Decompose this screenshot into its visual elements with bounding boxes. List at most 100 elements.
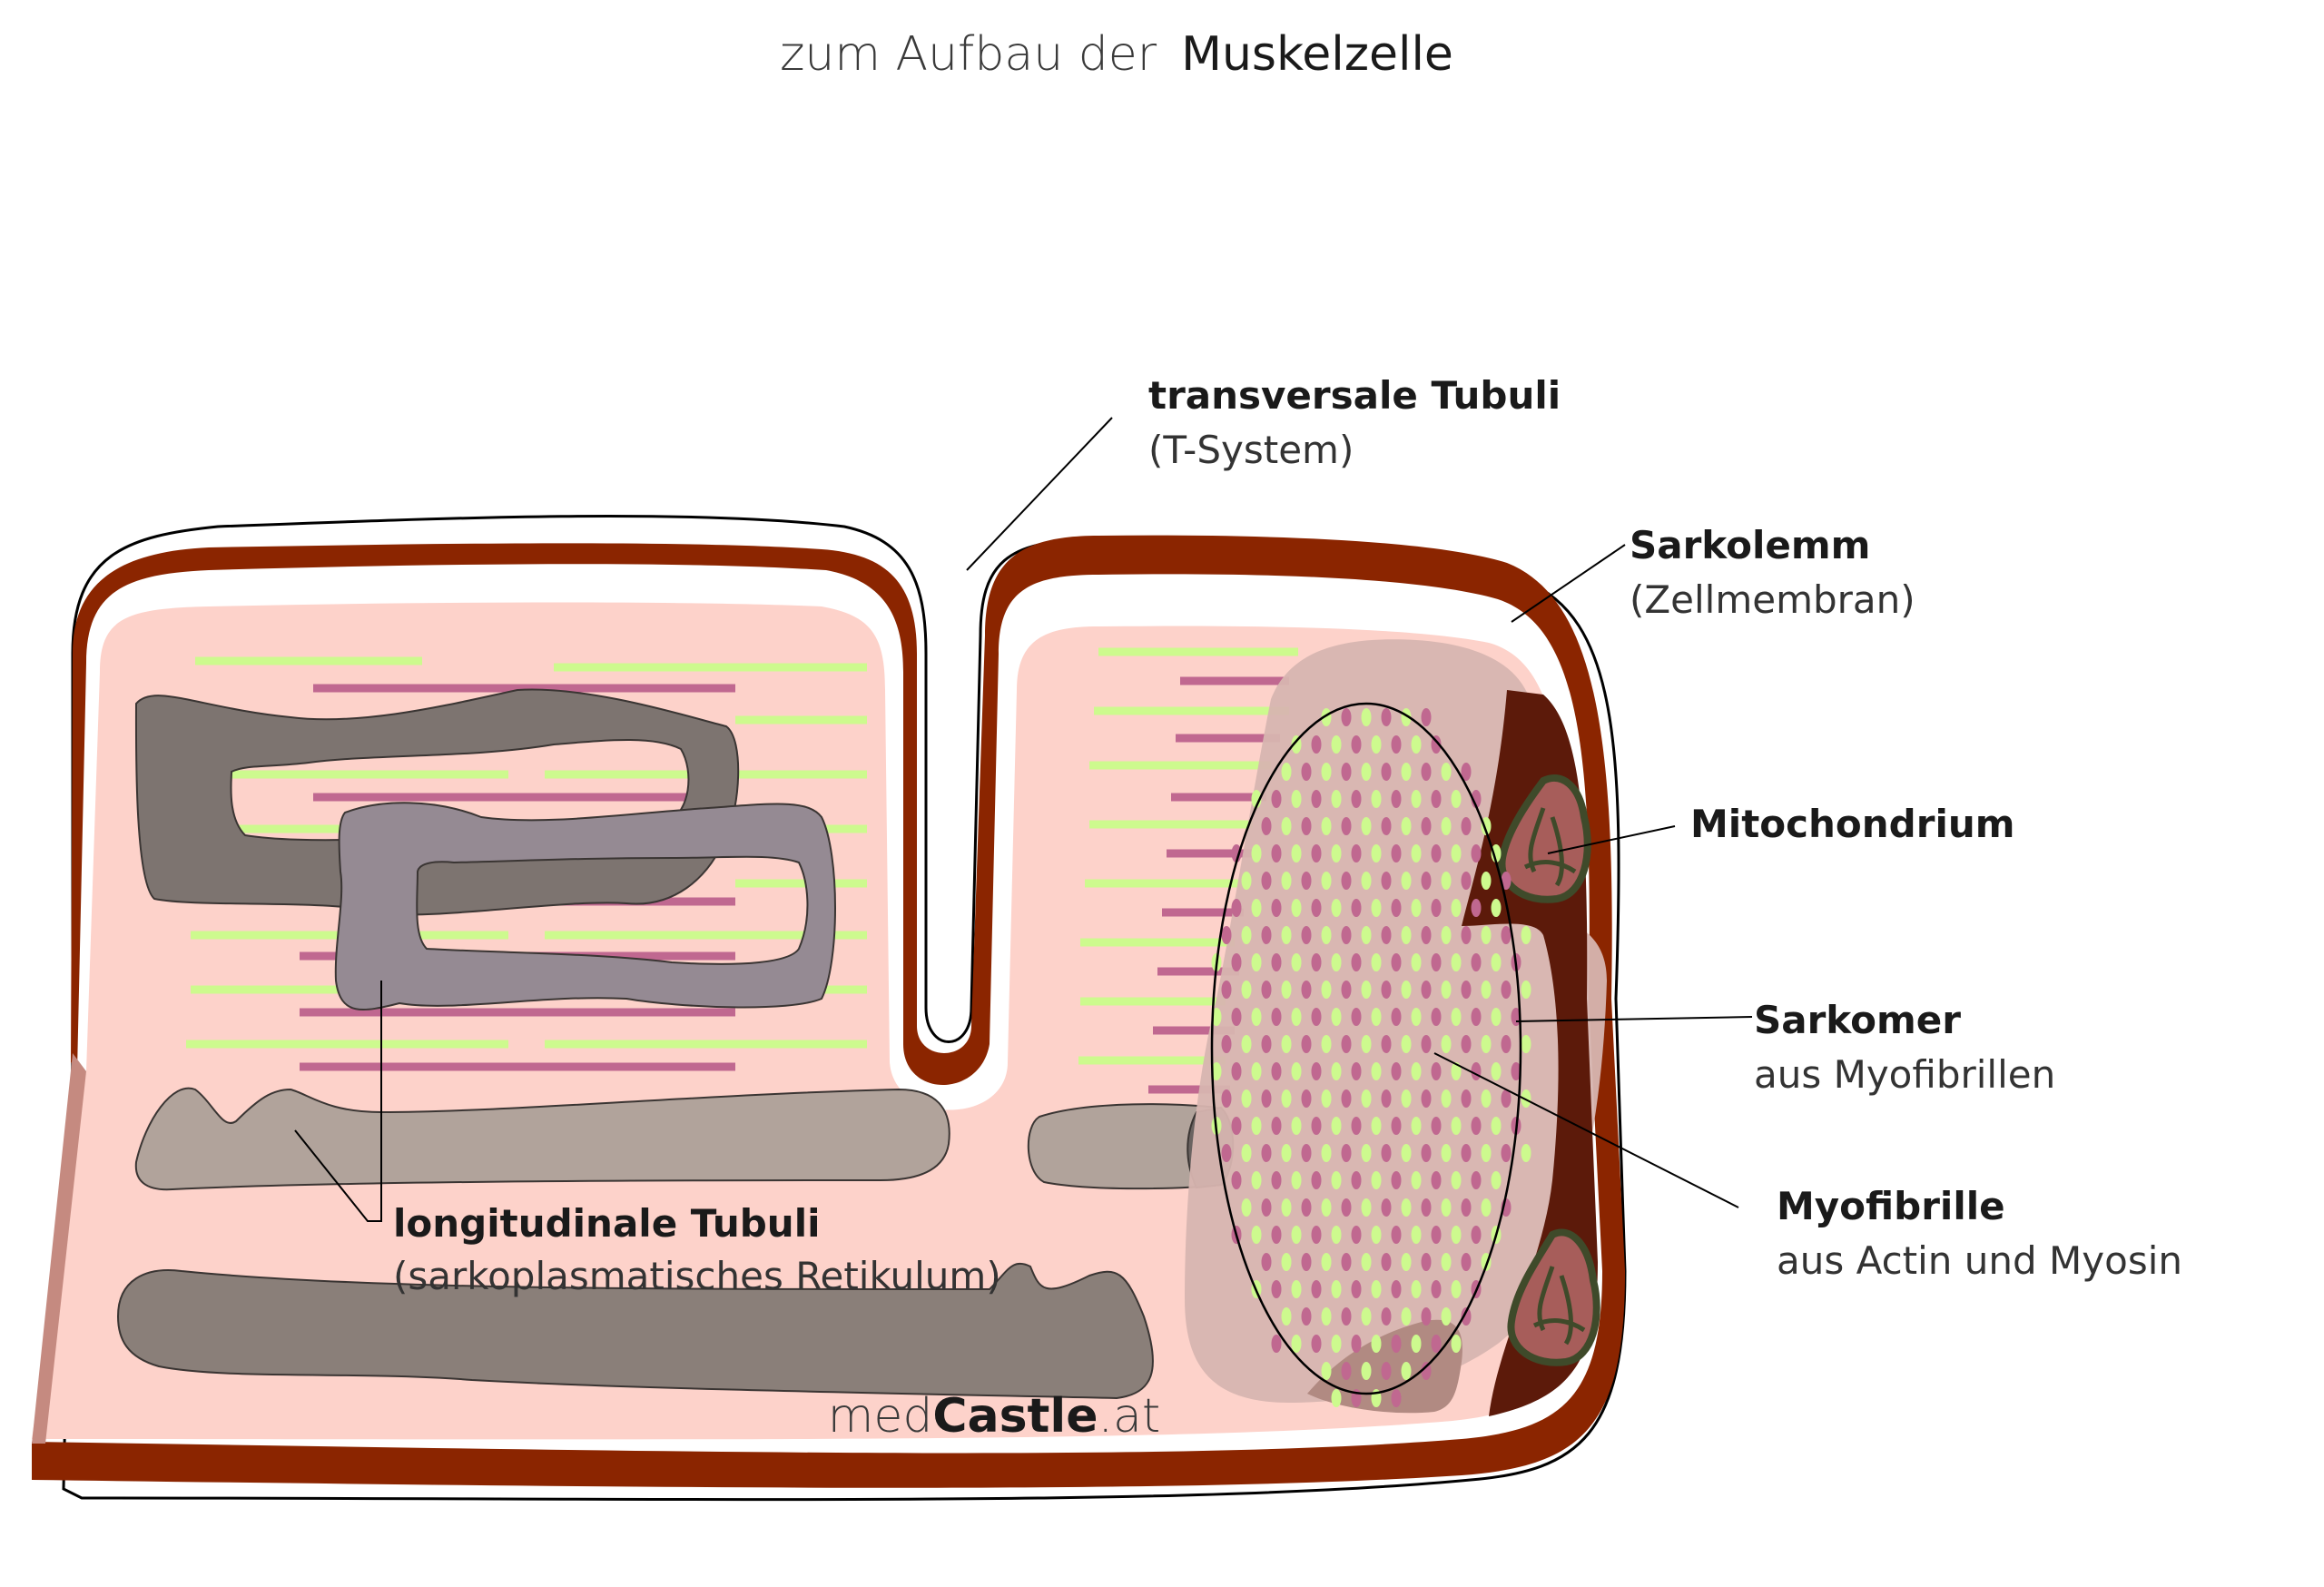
- myosin-dot: [1391, 1389, 1402, 1407]
- actin-dot: [1481, 1198, 1492, 1217]
- myosin-dot: [1421, 1144, 1432, 1162]
- actin-dot: [1411, 844, 1422, 862]
- myosin-dot: [1221, 926, 1232, 944]
- actin-dot: [1281, 763, 1292, 781]
- myosin-dot: [1461, 817, 1472, 835]
- myosin-dot: [1231, 844, 1242, 862]
- myosin-dot: [1461, 1307, 1472, 1326]
- label-l-tubuli-title: longitudinale Tubuli: [393, 1201, 821, 1246]
- actin-dot: [1481, 872, 1492, 890]
- myosin-dot: [1351, 1335, 1362, 1353]
- myosin-dot: [1421, 1089, 1432, 1108]
- actin-dot: [1321, 872, 1332, 890]
- actin-dot: [1281, 1089, 1292, 1108]
- myosin-dot: [1471, 899, 1482, 917]
- actin-dot: [1251, 1226, 1262, 1244]
- actin-dot: [1291, 1117, 1302, 1135]
- actin-dot: [1481, 926, 1492, 944]
- actin-dot: [1411, 1062, 1422, 1080]
- myosin-dot: [1391, 1335, 1402, 1353]
- myosin-dot: [1301, 1198, 1312, 1217]
- actin-dot: [1411, 735, 1422, 754]
- actin-dot: [1241, 926, 1252, 944]
- actin-dot: [1371, 1171, 1382, 1189]
- myosin-dot: [1391, 1117, 1402, 1135]
- myosin-dot: [1461, 926, 1472, 944]
- myosin-dot: [1391, 1062, 1402, 1080]
- actin-dot: [1451, 899, 1462, 917]
- actin-dot: [1401, 763, 1412, 781]
- myosin-dot: [1271, 790, 1282, 808]
- actin-dot: [1371, 790, 1382, 808]
- myosin-dot: [1381, 817, 1392, 835]
- myosin-dot: [1231, 1062, 1242, 1080]
- actin-dot: [1251, 953, 1262, 971]
- myosin-dot: [1261, 872, 1272, 890]
- actin-dot: [1291, 1335, 1302, 1353]
- myosin-dot: [1351, 1171, 1362, 1189]
- actin-dot: [1401, 1089, 1412, 1108]
- myosin-dot: [1471, 1008, 1482, 1026]
- actin-dot: [1361, 817, 1372, 835]
- actin-dot: [1291, 1062, 1302, 1080]
- actin-dot: [1401, 1035, 1412, 1053]
- myosin-dot: [1261, 1035, 1272, 1053]
- actin-dot: [1291, 790, 1302, 808]
- actin-dot: [1331, 1062, 1342, 1080]
- watermark-prefix: med: [828, 1389, 933, 1444]
- actin-dot: [1281, 817, 1292, 835]
- myosin-dot: [1221, 1035, 1232, 1053]
- actin-dot: [1291, 953, 1302, 971]
- myosin-dot: [1351, 735, 1362, 754]
- myosin-dot: [1311, 953, 1322, 971]
- myosin-dot: [1381, 981, 1392, 999]
- label-t-tubuli: transversale Tubuli (T-System): [1148, 373, 1561, 472]
- myosin-dot: [1231, 1117, 1242, 1135]
- myosin-dot: [1381, 1035, 1392, 1053]
- actin-dot: [1411, 790, 1422, 808]
- actin-dot: [1281, 926, 1292, 944]
- myosin-dot: [1391, 790, 1402, 808]
- actin-dot: [1491, 1008, 1502, 1026]
- myosin-dot: [1351, 1062, 1362, 1080]
- actin-dot: [1251, 899, 1262, 917]
- actin-dot: [1361, 1089, 1372, 1108]
- myosin-dot: [1461, 1253, 1472, 1271]
- actin-dot: [1321, 763, 1332, 781]
- actin-dot: [1481, 1089, 1492, 1108]
- title-emphasis: Muskelzelle: [1181, 27, 1453, 82]
- actin-dot: [1331, 735, 1342, 754]
- label-sarkomer-title: Sarkomer: [1754, 998, 1961, 1042]
- myosin-dot: [1271, 1226, 1282, 1244]
- actin-dot: [1251, 790, 1262, 808]
- label-myofibrille-title: Myofibrille: [1777, 1184, 2005, 1228]
- watermark: medCastle.at: [828, 1389, 1161, 1444]
- leader-t-tubuli: [966, 417, 1113, 571]
- watermark-brand: Castle: [932, 1389, 1098, 1444]
- myosin-dot: [1431, 844, 1442, 862]
- actin-dot: [1521, 981, 1531, 999]
- label-myofibrille-subtitle: aus Actin und Myosin: [1777, 1238, 2182, 1283]
- actin-dot: [1451, 1008, 1462, 1026]
- myosin-dot: [1271, 899, 1282, 917]
- myosin-dot: [1391, 1226, 1402, 1244]
- myosin-dots: [1221, 708, 1521, 1407]
- actin-dot: [1401, 1253, 1412, 1271]
- myosin-dot: [1261, 1253, 1272, 1271]
- myosin-dot: [1341, 1362, 1352, 1380]
- actin-dot: [1441, 763, 1452, 781]
- actin-dot: [1331, 899, 1342, 917]
- leader-sarkomer: [1515, 1016, 1753, 1022]
- actin-dot: [1361, 926, 1372, 944]
- myosin-dot: [1431, 1008, 1442, 1026]
- actin-dot: [1451, 790, 1462, 808]
- actin-dot: [1491, 1171, 1502, 1189]
- myosin-dot: [1261, 981, 1272, 999]
- myosin-dot: [1381, 872, 1392, 890]
- myosin-dot: [1221, 1144, 1232, 1162]
- myosin-dot: [1431, 1280, 1442, 1298]
- actin-dot: [1291, 1226, 1302, 1244]
- label-sarkolemm: Sarkolemm (Zellmembran): [1630, 523, 1915, 622]
- myosin-dot: [1351, 1008, 1362, 1026]
